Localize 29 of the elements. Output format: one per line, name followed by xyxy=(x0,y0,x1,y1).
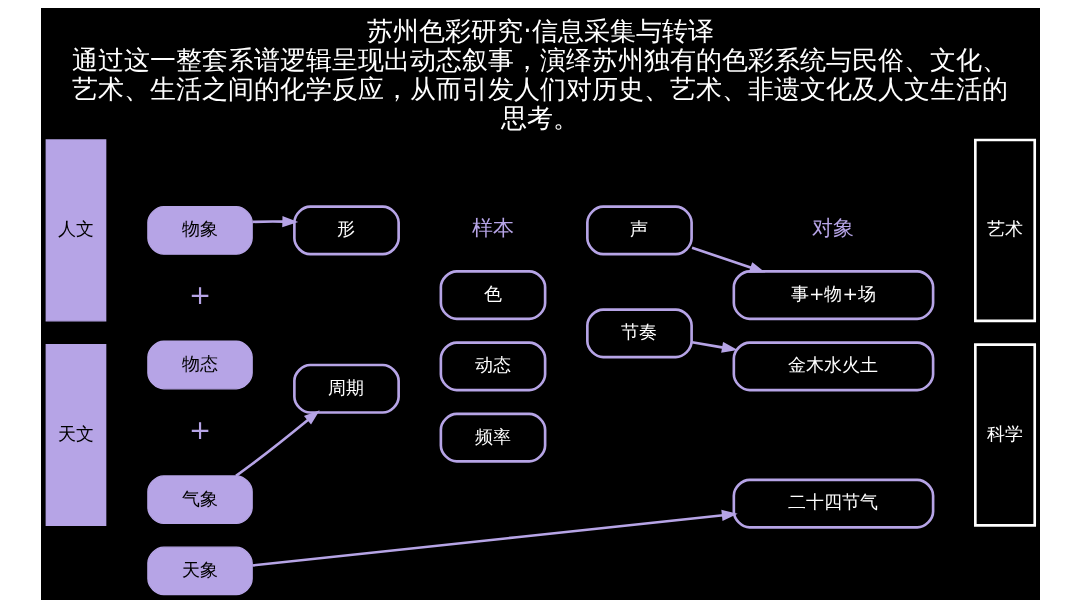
arrow xyxy=(691,246,765,273)
label: 对象 xyxy=(811,215,854,241)
node-box: 物象 xyxy=(146,206,253,255)
node-box: 二十四节气 xyxy=(732,478,934,529)
label: 样本 xyxy=(471,215,514,241)
node-box: 气象 xyxy=(146,475,253,525)
node-box: 周期 xyxy=(292,363,400,414)
node-box: 事+物+场 xyxy=(732,270,934,321)
node-box: 声 xyxy=(585,205,693,256)
node-box: 科学 xyxy=(973,343,1036,527)
node-box: 频率 xyxy=(439,412,546,463)
node-box: 节奏 xyxy=(585,308,693,359)
node-box: 动态 xyxy=(439,341,546,392)
node-box: 艺术 xyxy=(973,138,1036,323)
arrow xyxy=(251,509,738,567)
node-box: 人文 xyxy=(45,139,106,322)
node-box: 物态 xyxy=(146,340,253,390)
arrow xyxy=(691,340,738,353)
node-box: 形 xyxy=(292,205,400,256)
label: + xyxy=(188,280,211,311)
node-box: 金木水火土 xyxy=(732,341,934,392)
node-box: 色 xyxy=(439,270,546,321)
node-box: 天文 xyxy=(45,343,106,527)
arrow xyxy=(251,216,298,228)
diagram-title: 苏州色彩研究·信息采集与转译 xyxy=(366,15,714,46)
arrow xyxy=(234,410,320,477)
caption: 通过这一整套系谱逻辑呈现出动态叙事，演绎苏州独有的色彩系统与民俗、文化、艺术、生活之间的化学反应，从而引发人们对历史、艺术、非遗文化及人文生活的思考。 xyxy=(72,44,1008,133)
label: + xyxy=(188,414,211,445)
node-box: 天象 xyxy=(146,546,253,596)
